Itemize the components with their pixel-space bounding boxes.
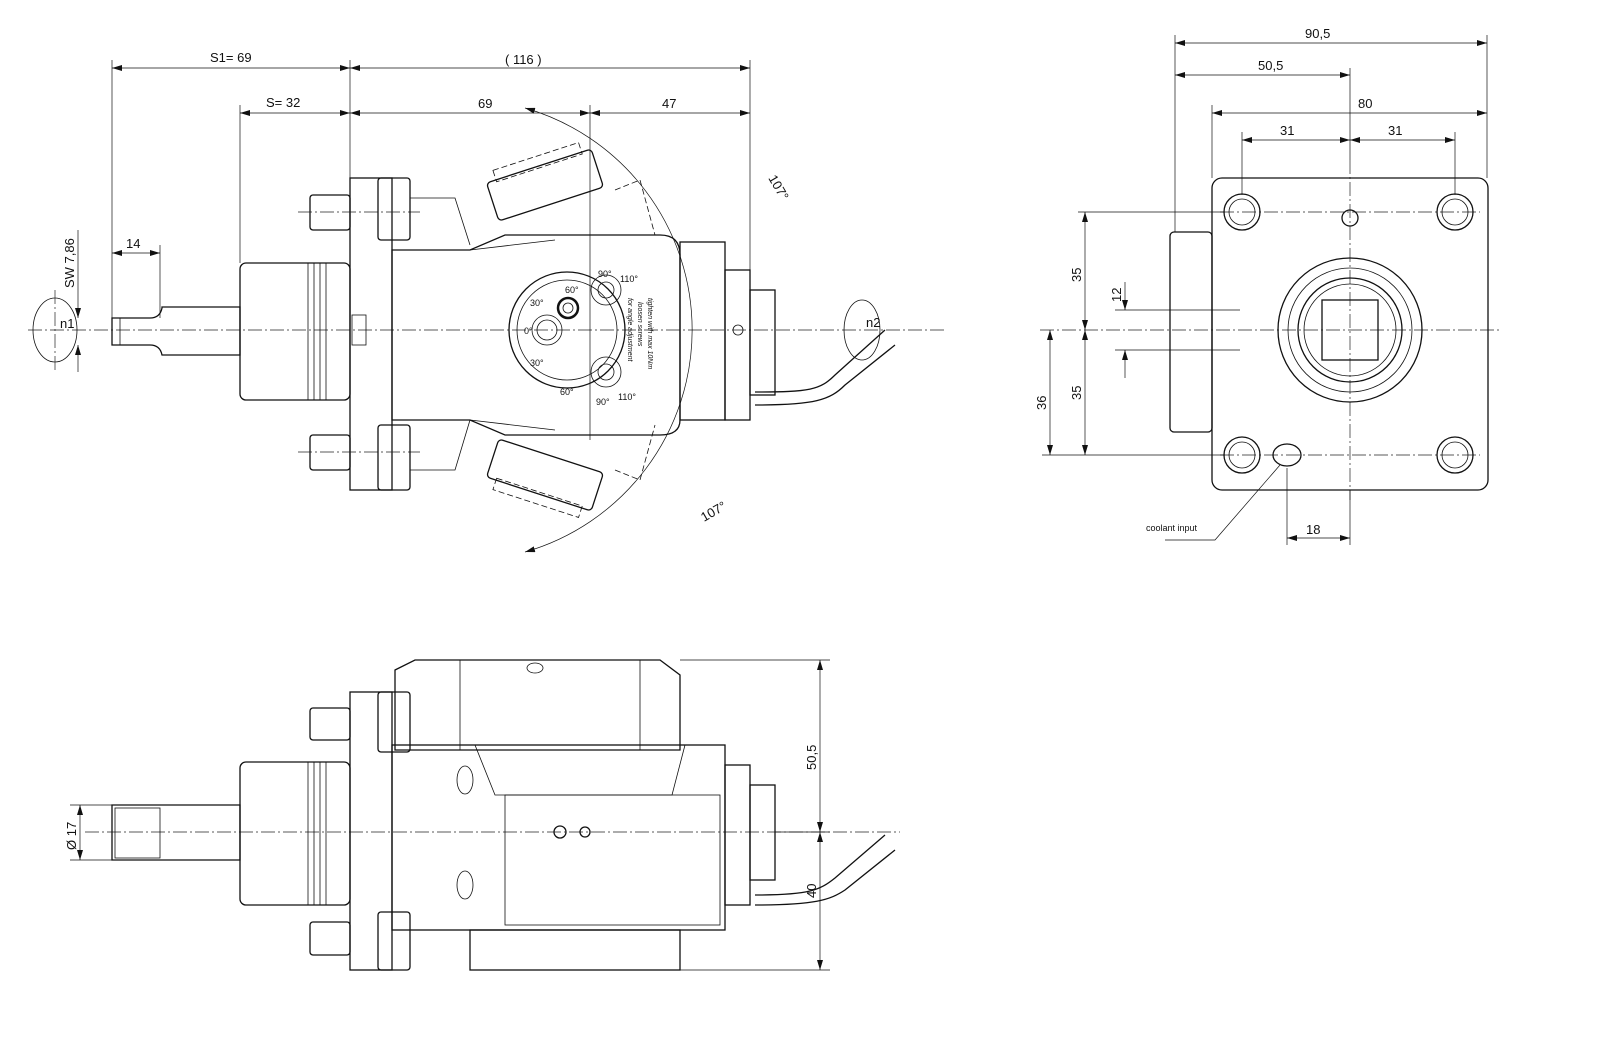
dial-label: 110° xyxy=(620,274,638,284)
dim-14: 14 xyxy=(126,236,140,251)
top-housing xyxy=(394,659,681,751)
dial-label: 30° xyxy=(530,358,544,368)
drive-shaft xyxy=(111,804,241,861)
coolant-input-hole xyxy=(1272,443,1302,467)
side-view: Ø 17 50,5 40 xyxy=(64,659,900,971)
dim-36: 36 xyxy=(1034,396,1049,410)
top-view: S1= 69 ( 116 ) S= 32 69 47 14 SW 7,86 n1… xyxy=(28,50,945,553)
spindle-holder xyxy=(239,262,351,401)
dim-31-left: 31 xyxy=(1280,123,1294,138)
dim-31-right: 31 xyxy=(1388,123,1402,138)
angle-top: 107° xyxy=(765,172,791,203)
dial-note: for angle adjustment xyxy=(626,298,633,362)
dim-50-5: 50,5 xyxy=(1258,58,1283,73)
dim-total: ( 116 ) xyxy=(505,52,542,67)
dim-40: 40 xyxy=(804,884,819,898)
dial-label: 60° xyxy=(560,387,574,397)
angle-bottom: 107° xyxy=(698,498,729,524)
angle-dial: 90° 110° 60° 30° 0° 30° 60° 90° 110° for… xyxy=(508,269,653,407)
dim-35-bottom: 35 xyxy=(1069,386,1084,400)
coolant-hose xyxy=(754,834,896,906)
dim-18: 18 xyxy=(1306,522,1320,537)
dim-dia-17: Ø 17 xyxy=(64,822,79,850)
dim-sw: SW 7,86 xyxy=(62,238,77,288)
dim-s1: S1= 69 xyxy=(210,50,252,65)
swivel-angle-arc xyxy=(524,107,693,553)
label-n2: n2 xyxy=(866,315,880,330)
coolant-input-label: coolant input xyxy=(1146,523,1198,533)
dim-50-5-height: 50,5 xyxy=(804,745,819,770)
dial-label: 110° xyxy=(618,392,636,402)
dim-s: S= 32 xyxy=(266,95,300,110)
bolt xyxy=(309,434,351,471)
dim-90-5: 90,5 xyxy=(1305,26,1330,41)
front-view: 90,5 50,5 80 31 31 35 35 36 12 18 coolan… xyxy=(1034,26,1500,545)
dial-label: 90° xyxy=(598,269,612,279)
spindle-holder xyxy=(239,761,351,906)
coolant-hose xyxy=(754,329,896,406)
dial-note: loosen screws xyxy=(636,302,643,347)
label-n1: n1 xyxy=(60,316,74,331)
flange xyxy=(349,177,393,491)
dim-47: 47 xyxy=(662,96,676,111)
dial-label: 30° xyxy=(530,298,544,308)
drive-shaft xyxy=(111,306,241,356)
dim-35-top: 35 xyxy=(1069,268,1084,282)
dial-label: 60° xyxy=(565,285,579,295)
dim-12: 12 xyxy=(1109,288,1124,302)
dim-80: 80 xyxy=(1358,96,1372,111)
dial-note: tighten with max 10Nm xyxy=(646,298,653,369)
mounting-holes xyxy=(1223,193,1474,474)
mounting-plate xyxy=(1211,177,1489,491)
dim-69: 69 xyxy=(478,96,492,111)
flange xyxy=(349,691,393,971)
coolant-leader-line xyxy=(1165,464,1281,541)
output-housing xyxy=(679,241,726,421)
bolt xyxy=(309,194,351,231)
dial-label: 90° xyxy=(596,397,610,407)
dial-label: 0° xyxy=(524,326,533,336)
